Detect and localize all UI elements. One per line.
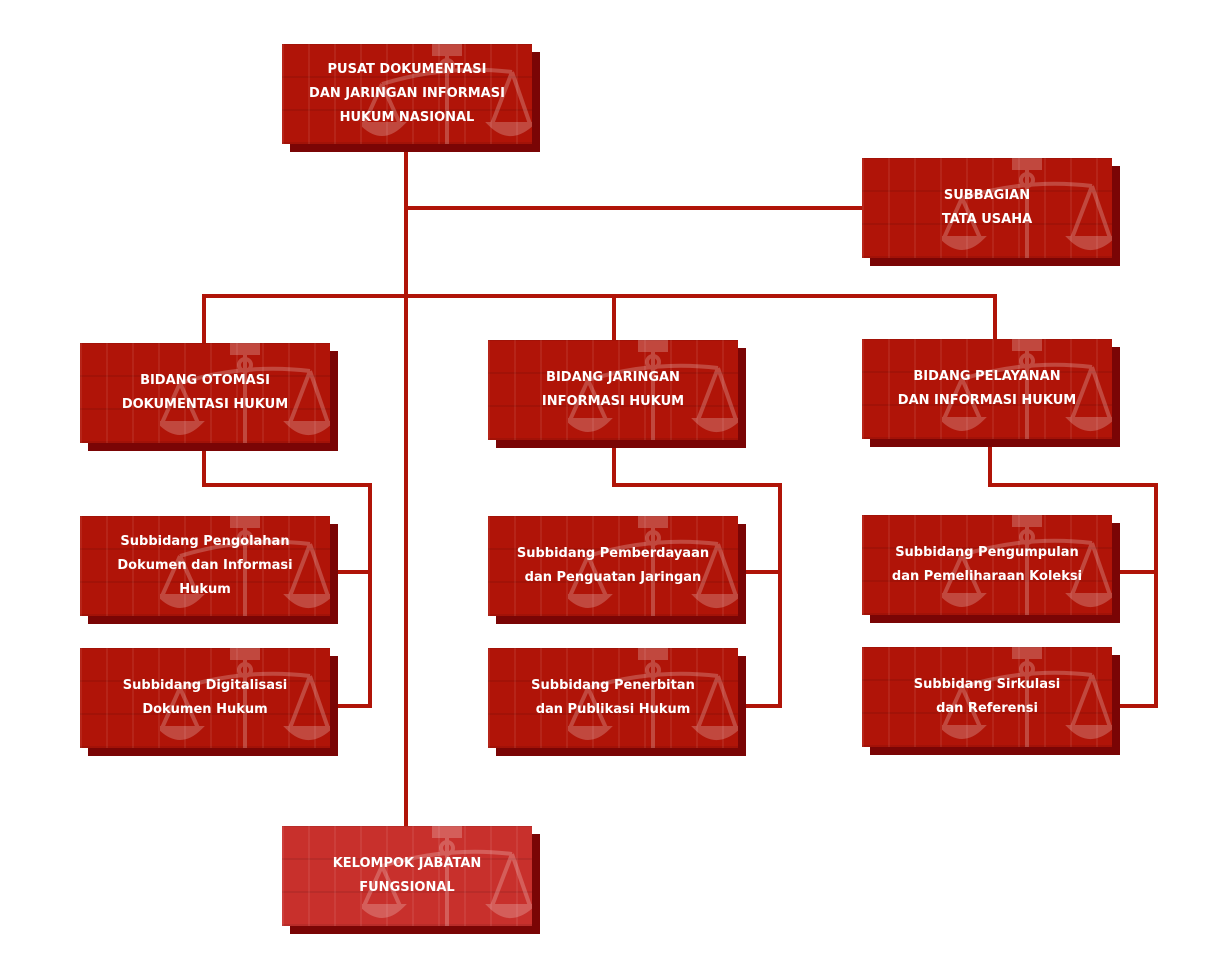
node-subbidang-pengumpulan: Subbidang Pengumpulan dan Pemeliharaan K… bbox=[862, 515, 1112, 615]
node-bidang-jaringan: BIDANG JARINGAN INFORMASI HUKUM bbox=[488, 340, 738, 440]
node-subbidang-penerbitan: Subbidang Penerbitan dan Publikasi Hukum bbox=[488, 648, 738, 748]
scales-of-justice-icon bbox=[155, 516, 330, 616]
node-label: Subbidang Pengumpulan dan Pemeliharaan K… bbox=[891, 545, 1083, 584]
node-label: PUSAT DOKUMENTASI DAN JARINGAN INFORMASI… bbox=[309, 62, 505, 125]
scales-of-justice-icon bbox=[357, 826, 532, 926]
node-subbidang-pengolahan: Subbidang Pengolahan Dokumen dan Informa… bbox=[80, 516, 330, 616]
scales-of-justice-icon bbox=[937, 515, 1112, 615]
node-label: Subbidang Pemberdayaan dan Penguatan Jar… bbox=[516, 546, 710, 585]
scales-of-justice-icon bbox=[937, 339, 1112, 439]
node-label: Subbidang Penerbitan dan Publikasi Hukum bbox=[531, 678, 695, 717]
connector-pelayanan-subs bbox=[988, 439, 1158, 708]
scales-of-justice-icon bbox=[155, 648, 330, 748]
scales-of-justice-icon bbox=[155, 343, 330, 443]
scales-of-justice-icon bbox=[563, 340, 738, 440]
scales-of-justice-icon bbox=[937, 647, 1112, 747]
node-label: BIDANG JARINGAN INFORMASI HUKUM bbox=[541, 370, 685, 409]
node-subbidang-pemberdayaan: Subbidang Pemberdayaan dan Penguatan Jar… bbox=[488, 516, 738, 616]
node-bidang-otomasi: BIDANG OTOMASI DOKUMENTASI HUKUM bbox=[80, 343, 330, 443]
node-subbidang-digitalisasi: Subbidang Digitalisasi Dokumen Hukum bbox=[80, 648, 330, 748]
node-label: BIDANG OTOMASI DOKUMENTASI HUKUM bbox=[121, 373, 289, 412]
node-kelompok-fungsional: KELOMPOK JABATAN FUNGSIONAL bbox=[282, 826, 532, 926]
node-pusat: PUSAT DOKUMENTASI DAN JARINGAN INFORMASI… bbox=[282, 44, 532, 144]
connector-bidang-bus bbox=[202, 294, 997, 343]
node-label: BIDANG PELAYANAN DAN INFORMASI HUKUM bbox=[897, 369, 1077, 408]
scales-of-justice-icon bbox=[563, 648, 738, 748]
scales-of-justice-icon bbox=[563, 516, 738, 616]
scales-of-justice-icon bbox=[937, 158, 1112, 258]
node-label: SUBBAGIAN TATA USAHA bbox=[941, 188, 1033, 227]
node-label: Subbidang Sirkulasi dan Referensi bbox=[913, 677, 1061, 716]
node-subbidang-sirkulasi: Subbidang Sirkulasi dan Referensi bbox=[862, 647, 1112, 747]
node-tata-usaha: SUBBAGIAN TATA USAHA bbox=[862, 158, 1112, 258]
node-label: Subbidang Pengolahan Dokumen dan Informa… bbox=[117, 534, 293, 597]
scales-of-justice-icon bbox=[357, 44, 532, 144]
node-label: Subbidang Digitalisasi Dokumen Hukum bbox=[122, 678, 288, 717]
connector-otomasi-subs bbox=[202, 443, 372, 708]
node-label: KELOMPOK JABATAN FUNGSIONAL bbox=[332, 856, 482, 895]
connector-jaringan-subs bbox=[612, 440, 782, 708]
node-bidang-pelayanan: BIDANG PELAYANAN DAN INFORMASI HUKUM bbox=[862, 339, 1112, 439]
